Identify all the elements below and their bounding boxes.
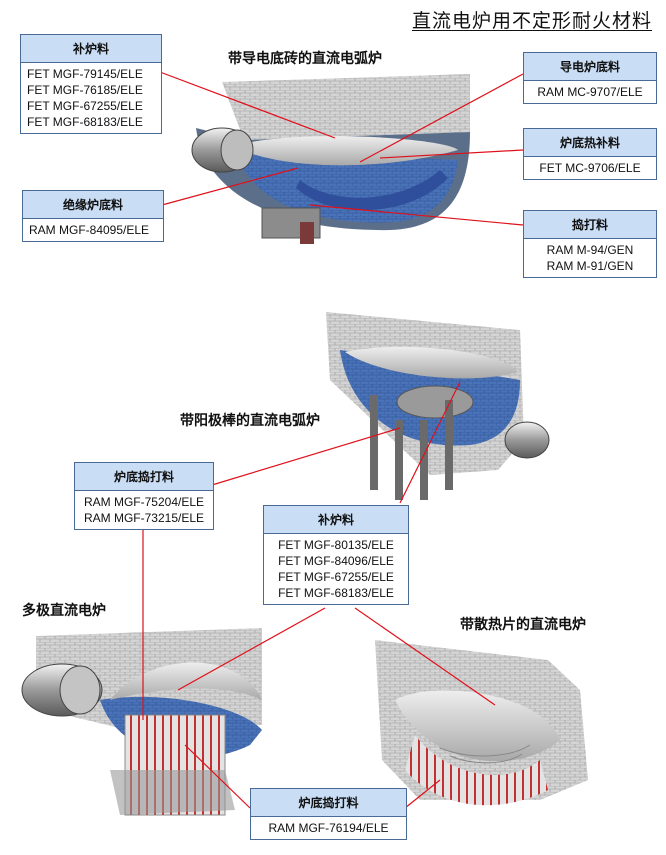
material-code: FET MGF-79145/ELE — [27, 67, 143, 81]
material-code: RAM MGF-84095/ELE — [29, 223, 150, 237]
box-title: 捣打料 — [524, 211, 656, 239]
material-box-b6: 炉底捣打料 RAM MGF-75204/ELE RAM MGF-73215/EL… — [74, 462, 214, 530]
furnace-4-label: 带散热片的直流电炉 — [460, 617, 586, 633]
box-title: 补炉料 — [264, 506, 408, 534]
material-box-b4: 绝缘炉底料 RAM MGF-84095/ELE — [22, 190, 164, 242]
furnace-2-illustration — [326, 312, 550, 500]
furnace-4-illustration — [375, 640, 588, 806]
material-code: FET MGF-68183/ELE — [27, 115, 143, 129]
material-code: RAM M-94/GEN — [546, 243, 634, 257]
page-title: 直流电炉用不定形耐火材料 — [411, 10, 652, 32]
furnace-3-label: 多极直流电炉 — [22, 603, 106, 619]
material-code: FET MGF-67255/ELE — [278, 570, 394, 584]
material-code: RAM MGF-76194/ELE — [268, 821, 389, 835]
material-box-b3: 炉底热补料 FET MC-9706/ELE — [523, 128, 657, 180]
material-code: FET MGF-67255/ELE — [27, 99, 143, 113]
material-box-b2: 导电炉底料 RAM MC-9707/ELE — [523, 52, 657, 104]
furnace-1-illustration — [191, 74, 470, 244]
material-box-b1: 补炉料 FET MGF-79145/ELE FET MGF-76185/ELE … — [20, 34, 162, 134]
material-code: RAM M-91/GEN — [546, 259, 634, 273]
material-code: FET MGF-80135/ELE — [278, 538, 394, 552]
material-code: RAM MGF-75204/ELE — [83, 495, 205, 509]
material-code: FET MGF-68183/ELE — [278, 586, 394, 600]
material-code: FET MC-9706/ELE — [539, 161, 641, 175]
box-title: 炉底捣打料 — [251, 789, 406, 817]
material-box-b7: 补炉料 FET MGF-80135/ELE FET MGF-84096/ELE … — [263, 505, 409, 605]
box-title: 炉底热补料 — [524, 129, 656, 157]
furnace-1-label: 带导电底砖的直流电弧炉 — [228, 51, 382, 67]
furnace-3-illustration — [21, 628, 262, 816]
box-title: 绝缘炉底料 — [23, 191, 163, 219]
material-code: FET MGF-76185/ELE — [27, 83, 143, 97]
material-code: RAM MC-9707/ELE — [537, 85, 643, 99]
material-box-b5: 捣打料 RAM M-94/GEN RAM M-91/GEN — [523, 210, 657, 278]
material-box-b8: 炉底捣打料 RAM MGF-76194/ELE — [250, 788, 407, 840]
box-title: 炉底捣打料 — [75, 463, 213, 491]
box-title: 导电炉底料 — [524, 53, 656, 81]
box-title: 补炉料 — [21, 35, 161, 63]
material-code: RAM MGF-73215/ELE — [83, 511, 205, 525]
material-code: FET MGF-84096/ELE — [278, 554, 394, 568]
furnace-2-label: 带阳极棒的直流电弧炉 — [180, 413, 320, 429]
